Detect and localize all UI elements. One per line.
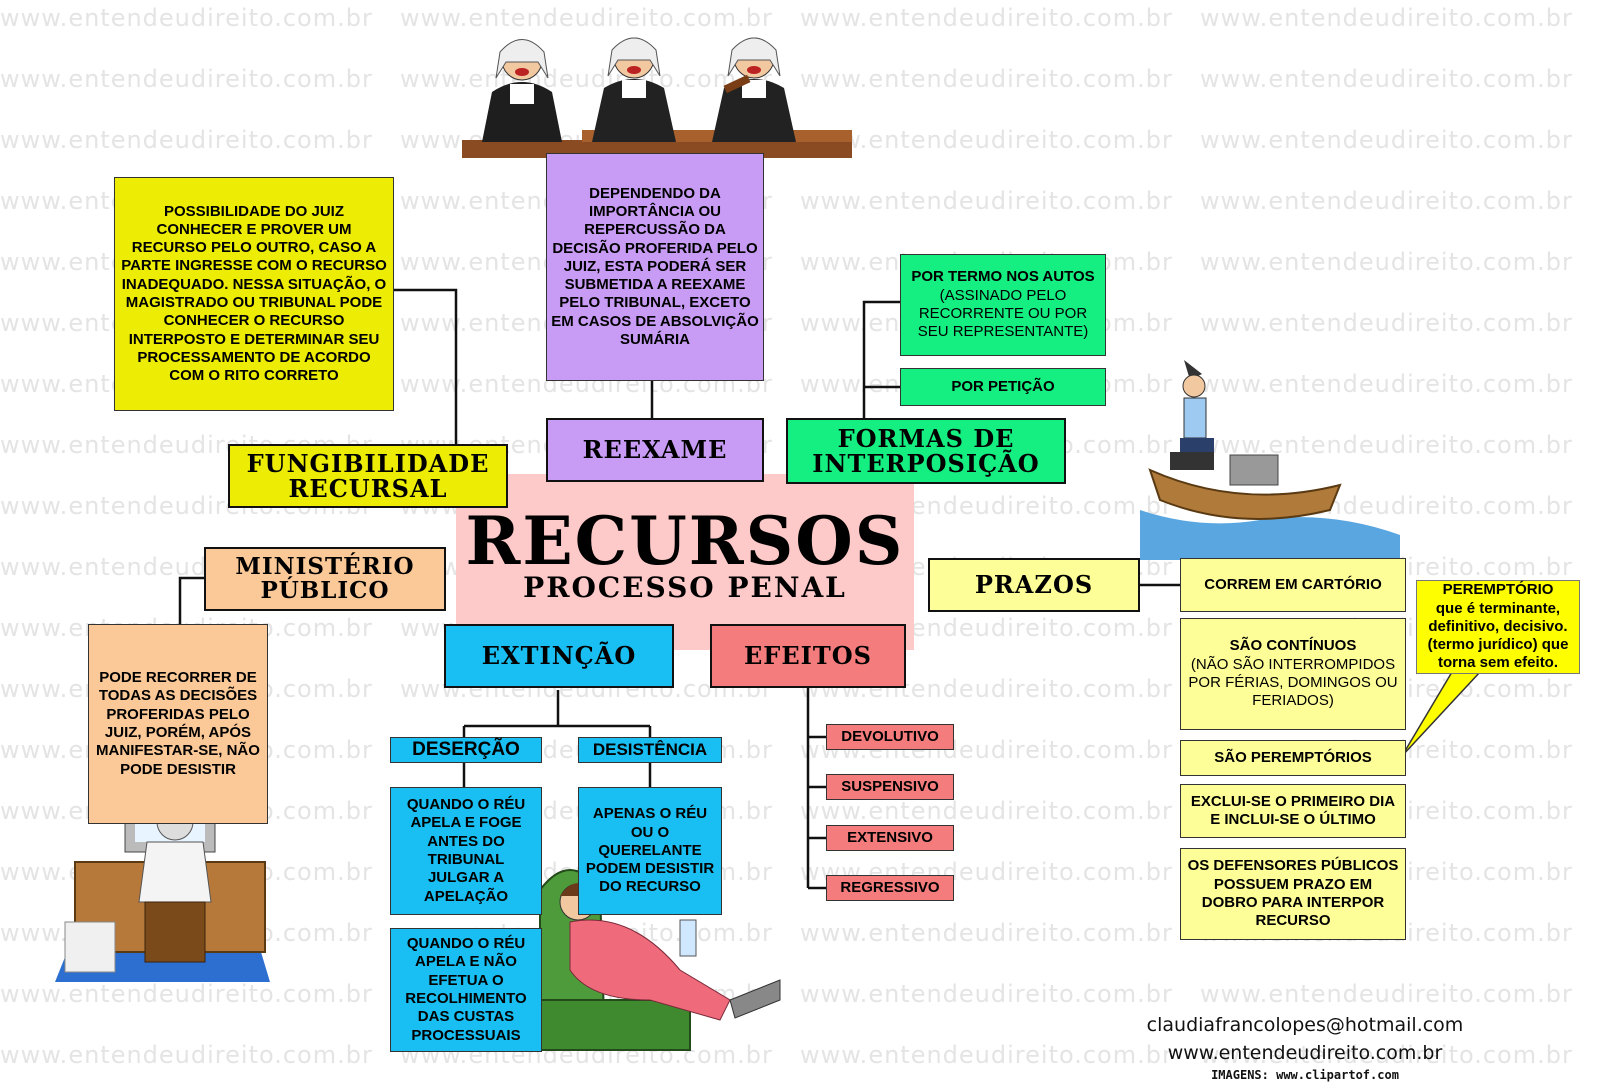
formas-title-text: FORMAS DE INTERPOSIÇÃO [788, 426, 1064, 476]
credit-images: IMAGENS: www.clipartof.com [1140, 1068, 1470, 1082]
desistencia-text: APENAS O RÉU OU O QUERELANTE PODEM DESIS… [583, 805, 717, 896]
center-subtitle: PROCESSO PENAL [456, 574, 914, 602]
mp-text: PODE RECORRER DE TODAS AS DECISÕES PROFE… [93, 669, 263, 779]
desistencia-label-text: DESISTÊNCIA [593, 740, 707, 761]
efeito-regressivo-text: REGRESSIVO [840, 879, 939, 897]
boat-man-illustration [1140, 360, 1400, 560]
efeito-extensivo-text: EXTENSIVO [847, 829, 933, 847]
prazos-sao-peremptorios: SÃO PEREMPTÓRIOS [1180, 740, 1406, 776]
reexame-text: DEPENDENDO DA IMPORTÂNCIA OU REPERCUSSÃO… [551, 185, 759, 350]
judges-illustration [462, 22, 852, 160]
desercao-label: DESERÇÃO [390, 737, 542, 763]
desercao-description-2: QUANDO O RÉU APELA E NÃO EFETUA O RECOLH… [390, 928, 542, 1052]
desistencia-description: APENAS O RÉU OU O QUERELANTE PODEM DESIS… [578, 787, 722, 915]
reexame-description: DEPENDENDO DA IMPORTÂNCIA OU REPERCUSSÃO… [546, 153, 764, 381]
mp-description: PODE RECORRER DE TODAS AS DECISÕES PROFE… [88, 624, 268, 824]
reexame-title-text: REEXAME [583, 437, 728, 462]
prazos-exclui-primeiro-dia: EXCLUI-SE O PRIMEIRO DIA E INCLUI-SE O Ú… [1180, 784, 1406, 838]
fungibilidade-description: POSSIBILIDADE DO JUIZ CONHECER E PROVER … [114, 177, 394, 411]
extincao-title-text: EXTINÇÃO [482, 643, 637, 668]
desercao-label-text: DESERÇÃO [412, 738, 520, 761]
mp-title: MINISTÉRIO PÚBLICO [204, 547, 446, 611]
prazos-title-text: PRAZOS [975, 572, 1093, 597]
credit-site: www.entendeudireito.com.br [1140, 1042, 1470, 1064]
prazos-sao-continuos: SÃO CONTÍNUOS (NÃO SÃO INTERROMPIDOS POR… [1180, 618, 1406, 730]
desercao-text-2: QUANDO O RÉU APELA E NÃO EFETUA O RECOLH… [395, 935, 537, 1045]
prazos-item2-normal: (NÃO SÃO INTERROMPIDOS POR FÉRIAS, DOMIN… [1185, 656, 1401, 711]
prazos-item1: CORREM EM CARTÓRIO [1204, 576, 1382, 594]
desercao-text-1: QUANDO O RÉU APELA E FOGE ANTES DO TRIBU… [395, 796, 537, 906]
prazos-defensores-publicos: OS DEFENSORES PÚBLICOS POSSUEM PRAZO EM … [1180, 848, 1406, 940]
extincao-title: EXTINÇÃO [444, 624, 674, 688]
prazos-item3: SÃO PEREMPTÓRIOS [1214, 749, 1372, 767]
prazos-correm-em-cartorio: CORREM EM CARTÓRIO [1180, 558, 1406, 612]
formas-por-peticao: POR PETIÇÃO [900, 368, 1106, 406]
efeito-regressivo: REGRESSIVO [826, 875, 954, 901]
desercao-description-1: QUANDO O RÉU APELA E FOGE ANTES DO TRIBU… [390, 787, 542, 915]
efeitos-title-text: EFEITOS [744, 643, 872, 668]
efeito-devolutivo-text: DEVOLUTIVO [841, 728, 939, 746]
prazos-item4: EXCLUI-SE O PRIMEIRO DIA E INCLUI-SE O Ú… [1185, 793, 1401, 830]
efeito-extensivo: EXTENSIVO [826, 825, 954, 851]
peremptorio-callout-title: PEREMPTÓRIO [1443, 581, 1554, 599]
fungibilidade-text: POSSIBILIDADE DO JUIZ CONHECER E PROVER … [119, 203, 389, 386]
prazos-title: PRAZOS [928, 558, 1140, 612]
formas-item1-bold: POR TERMO NOS AUTOS [911, 268, 1094, 286]
fungibilidade-title: FUNGIBILIDADE RECURSAL [228, 444, 508, 508]
desistencia-label: DESISTÊNCIA [578, 737, 722, 763]
center-title: RECURSOS [456, 508, 914, 574]
peremptorio-callout-text: que é terminante, definitivo, decisivo. … [1421, 600, 1575, 673]
efeitos-title: EFEITOS [710, 624, 906, 688]
efeito-suspensivo: SUSPENSIVO [826, 774, 954, 800]
formas-item1-normal: (ASSINADO PELO RECORRENTE OU POR SEU REP… [905, 287, 1101, 342]
credit-email: claudiafrancolopes@hotmail.com [1140, 1014, 1470, 1036]
efeito-devolutivo: DEVOLUTIVO [826, 724, 954, 750]
efeito-suspensivo-text: SUSPENSIVO [841, 778, 939, 796]
peremptorio-callout: PEREMPTÓRIO que é terminante, definitivo… [1416, 580, 1580, 674]
mp-title-text: MINISTÉRIO PÚBLICO [206, 555, 444, 603]
prazos-item2-bold: SÃO CONTÍNUOS [1230, 637, 1357, 655]
prazos-item5: OS DEFENSORES PÚBLICOS POSSUEM PRAZO EM … [1185, 857, 1401, 930]
formas-title: FORMAS DE INTERPOSIÇÃO [786, 418, 1066, 484]
fungibilidade-title-text: FUNGIBILIDADE RECURSAL [230, 451, 506, 501]
formas-termo-nos-autos: POR TERMO NOS AUTOS (ASSINADO PELO RECOR… [900, 254, 1106, 356]
formas-item2: POR PETIÇÃO [951, 378, 1054, 396]
reexame-title: REEXAME [546, 418, 764, 482]
